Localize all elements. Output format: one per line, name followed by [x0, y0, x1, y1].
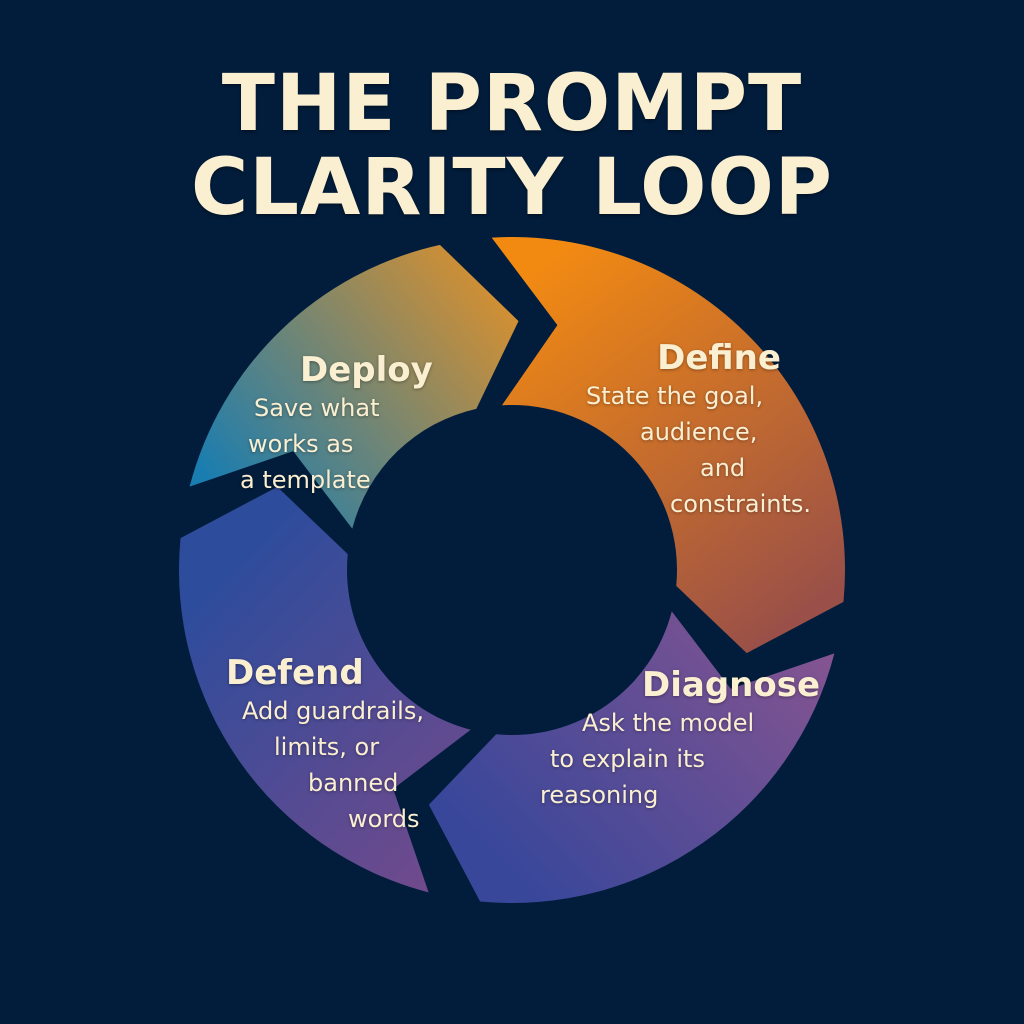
- segment-define: [491, 237, 845, 654]
- step-defend-desc-1: Add guardrails,: [242, 697, 424, 725]
- step-defend-desc-2: limits, or: [274, 733, 380, 761]
- step-define-title: Define: [657, 338, 781, 378]
- step-diagnose-desc-1: Ask the model: [582, 709, 755, 737]
- step-deploy: Deploy Save what works as a template: [236, 350, 456, 498]
- segment-deploy: [189, 244, 519, 529]
- step-diagnose: Diagnose Ask the model to explain its re…: [540, 665, 840, 813]
- step-defend: Defend Add guardrails, limits, or banned…: [226, 653, 486, 837]
- step-defend-title: Defend: [226, 653, 364, 693]
- step-defend-desc-4: words: [348, 805, 420, 833]
- step-defend-desc-3: banned: [308, 769, 399, 797]
- step-diagnose-title: Diagnose: [642, 665, 821, 705]
- step-define-desc-4: constraints.: [670, 490, 811, 518]
- step-diagnose-desc-2: to explain its: [550, 745, 705, 773]
- segment-defend: [179, 486, 471, 893]
- step-diagnose-desc-3: reasoning: [540, 781, 659, 809]
- step-deploy-desc-2: works as: [248, 430, 354, 458]
- step-define: Define State the goal, audience, and con…: [560, 338, 860, 522]
- step-define-desc-1: State the goal,: [586, 382, 764, 410]
- step-deploy-desc-3: a template: [240, 466, 371, 494]
- step-deploy-desc-1: Save what: [254, 394, 380, 422]
- title-line-1: THE PROMPT: [221, 59, 803, 149]
- title-line-2: CLARITY LOOP: [191, 143, 833, 233]
- step-define-desc-3: and: [700, 454, 746, 482]
- step-define-desc-2: audience,: [640, 418, 758, 446]
- diagram-title: THE PROMPT CLARITY LOOP: [0, 62, 1024, 230]
- segment-diagnose: [428, 611, 835, 903]
- step-deploy-title: Deploy: [300, 350, 433, 390]
